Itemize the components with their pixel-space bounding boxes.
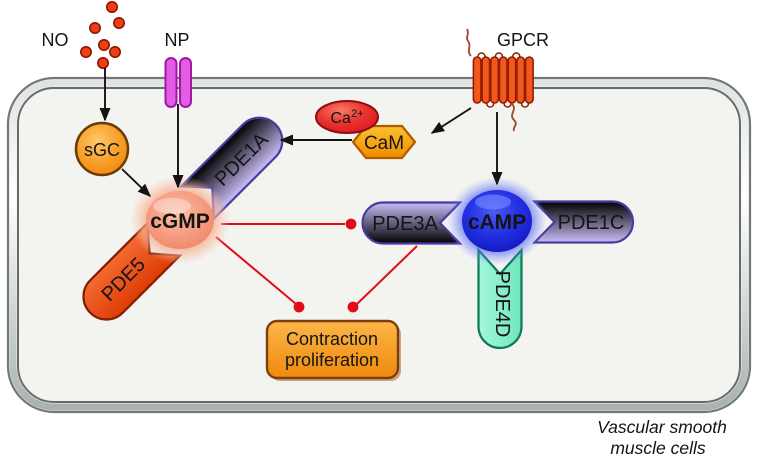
no-molecule-dot — [89, 21, 102, 34]
cell-membrane — [6, 76, 752, 414]
pde1c-shape — [531, 200, 635, 244]
no-molecule-dot — [80, 45, 93, 58]
np-receptor-bar — [164, 57, 178, 108]
inhibition-dot — [347, 301, 359, 313]
gpcr-helices — [472, 56, 534, 104]
arrow-gpcr-cam — [430, 107, 472, 134]
inhibition-lines — [215, 223, 418, 305]
no-molecule-dot — [98, 38, 111, 51]
caption-line2: muscle cells — [610, 438, 706, 458]
cgmp-node: cGMP — [146, 191, 214, 249]
caption-vascular: Vascular smooth muscle cells — [597, 417, 727, 458]
ca-label-sup: 2+ — [351, 108, 364, 120]
pde5-shape — [82, 220, 183, 321]
gpcr-n-terminal-tail — [466, 28, 472, 57]
pde1a-node — [178, 116, 284, 222]
output-box-rect — [265, 319, 400, 380]
membrane-inner-line — [17, 87, 741, 403]
pde5-node — [82, 220, 183, 321]
gpcr-helix — [481, 56, 491, 104]
no-molecule-dot — [97, 56, 110, 69]
gpcr-helix — [516, 56, 526, 104]
no-molecule-dot — [109, 45, 122, 58]
gpcr-c-terminal-tail — [511, 103, 517, 132]
no-molecules — [80, 1, 126, 69]
cam-label: CaM — [364, 133, 404, 154]
cgmp-core — [146, 191, 214, 249]
pde4d-label: PDE4D — [491, 271, 513, 338]
camp-node: cAMP — [462, 190, 532, 252]
np-receptor-bar — [179, 57, 192, 108]
output-box: Contraction proliferation — [265, 319, 401, 381]
inhibition-cgmp-output — [215, 236, 297, 305]
ca-label-base: Ca — [331, 110, 352, 127]
pde1c-label: PDE1C — [558, 212, 625, 234]
inhibition-dot — [345, 218, 357, 230]
inhibition-dots — [293, 218, 359, 313]
pde1a-shape — [178, 116, 284, 222]
gpcr-helix — [524, 56, 534, 104]
gpcr-helix — [507, 56, 517, 104]
no-label: NO — [42, 30, 69, 50]
ca-node: Ca2+ — [315, 100, 379, 134]
gpcr-helix — [498, 56, 508, 104]
sgc-label: sGC — [84, 140, 120, 160]
sgc-node: sGC — [74, 121, 130, 177]
pde4d-shape — [477, 247, 523, 350]
no-molecule-dot — [106, 1, 119, 13]
membrane-outer-line — [6, 76, 752, 414]
camp-highlight — [475, 194, 511, 210]
gpcr-receptor — [466, 28, 534, 132]
gpcr-helix — [489, 56, 500, 104]
inhibition-dot — [293, 301, 305, 313]
cgmp-label: cGMP — [150, 210, 210, 233]
membrane-band — [9, 79, 749, 411]
np-label: NP — [164, 30, 189, 50]
pde3a-shape — [361, 201, 463, 245]
cgmp-highlight — [153, 198, 191, 214]
ca-label: Ca2+ — [331, 108, 364, 127]
gpcr-helix — [472, 56, 482, 104]
no-molecule-dot — [113, 16, 126, 29]
output-box-line1: Contraction — [286, 329, 378, 349]
caption-line1: Vascular smooth — [597, 417, 727, 437]
np-receptor — [164, 57, 192, 108]
pde3a-node — [361, 201, 463, 245]
inhibition-pde3a-output — [356, 245, 418, 305]
gpcr-label: GPCR — [497, 30, 549, 50]
activation-arrows — [99, 68, 503, 198]
output-box-line2: proliferation — [285, 350, 379, 370]
sgc-circle — [74, 121, 130, 177]
ca-ellipse — [315, 100, 379, 134]
pde4d-node — [477, 247, 523, 350]
arrow-sgc-cgmp — [121, 168, 152, 198]
pde1c-node — [531, 200, 635, 244]
camp-label: cAMP — [468, 211, 526, 234]
pde3a-label: PDE3A — [372, 213, 438, 235]
